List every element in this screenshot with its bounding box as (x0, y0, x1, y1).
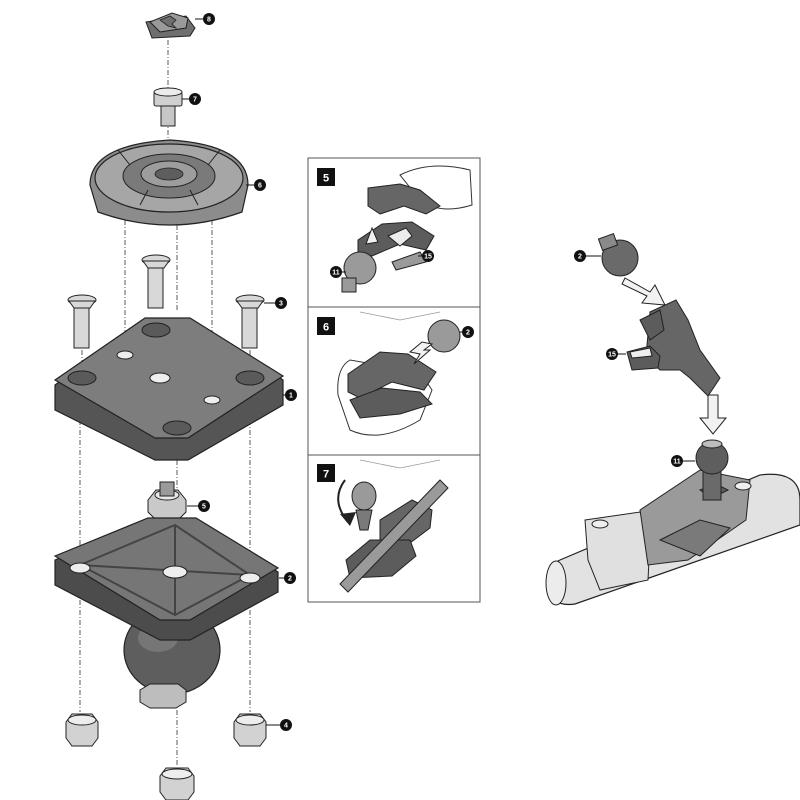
callout-4: 4 (266, 719, 292, 731)
step-5-callout-15: 15 (418, 250, 434, 262)
svg-text:5: 5 (323, 173, 329, 185)
long-screws-part (67, 254, 265, 407)
ball-base-plate-part (53, 517, 280, 709)
right-callout-15: 15 (606, 348, 626, 360)
svg-text:8: 8 (207, 17, 211, 24)
exploded-assembly: 8 7 6 3 1 5 2 (53, 12, 297, 800)
callout-5: 5 (187, 500, 210, 512)
svg-text:3: 3 (279, 301, 283, 308)
callout-1: 1 (283, 389, 297, 401)
svg-text:5: 5 (202, 504, 206, 511)
svg-text:2: 2 (578, 254, 582, 261)
small-screw-part (153, 87, 183, 127)
callout-8: 8 (195, 13, 215, 25)
handlebar-assembly: 2 15 11 (545, 232, 800, 606)
hex-nuts-part (65, 713, 267, 800)
step-5-callout-11: 11 (330, 266, 346, 278)
svg-text:6: 6 (323, 322, 329, 334)
svg-text:1: 1 (289, 393, 293, 400)
svg-text:4: 4 (284, 723, 288, 730)
step-panels: 5 11 15 6 (307, 157, 481, 603)
svg-text:2: 2 (288, 576, 292, 583)
step-6-callout-2: 2 (460, 326, 474, 338)
right-callout-2: 2 (574, 250, 601, 262)
square-plate-part (53, 317, 285, 461)
svg-text:7: 7 (323, 469, 329, 481)
svg-text:15: 15 (608, 352, 616, 359)
center-nut-part (147, 481, 187, 521)
svg-text:2: 2 (466, 330, 470, 337)
callout-3: 3 (264, 297, 287, 309)
svg-text:11: 11 (673, 459, 681, 466)
step-5-panel: 5 11 15 (317, 165, 473, 293)
top-cap-part (145, 12, 196, 39)
svg-text:6: 6 (258, 183, 262, 190)
callout-6: 6 (246, 179, 266, 191)
round-mount-part (89, 139, 249, 226)
step-6-panel: 6 2 (317, 311, 474, 436)
svg-text:15: 15 (424, 254, 432, 261)
svg-text:7: 7 (193, 97, 197, 104)
svg-text:11: 11 (332, 270, 340, 277)
right-callout-11: 11 (671, 455, 695, 467)
step-7-panel: 7 (317, 459, 449, 593)
callout-2: 2 (279, 572, 296, 584)
callout-7: 7 (182, 93, 201, 105)
